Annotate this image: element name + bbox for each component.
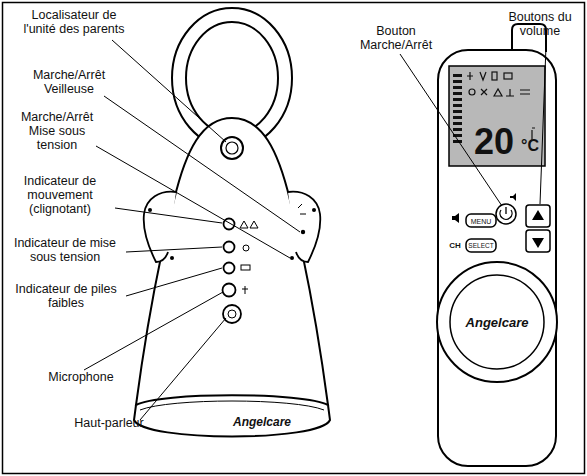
- callout-label: Indicateur de piles faibles: [6, 282, 126, 310]
- callout-label: Microphone: [36, 370, 126, 384]
- callout-label: Bouton Marche/Arrêt: [356, 24, 436, 52]
- brand-logo: Angelcare: [233, 416, 291, 428]
- callout-label: Indicateur de mouvement (clignotant): [4, 174, 116, 216]
- button-text: MENU: [471, 217, 492, 224]
- callout-label: Indicateur de mise sous tension: [6, 236, 124, 264]
- brand-logo: Angelcare: [466, 316, 529, 329]
- button-text: SELECT: [468, 242, 493, 249]
- callout-label: Marche/Arrêt Mise sous tension: [12, 110, 102, 152]
- callout-label: Boutons du volume: [498, 10, 582, 38]
- lcd-digits: 20: [474, 124, 514, 160]
- lcd-unit: °C: [521, 138, 539, 154]
- callout-label: Haut-parleur: [64, 416, 154, 430]
- callout-label: Marche/Arrêt Veilleuse: [24, 68, 114, 96]
- button-text: CH: [449, 242, 461, 250]
- callout-label: Localisateur de l'unité des parents: [14, 8, 134, 36]
